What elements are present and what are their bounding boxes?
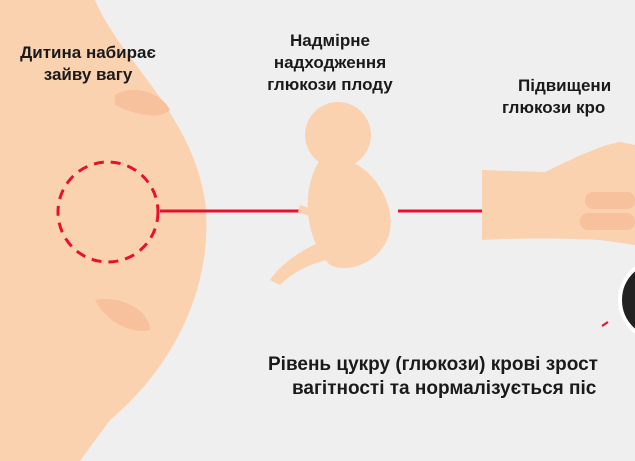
pregnant-belly	[0, 0, 207, 461]
blood-drop-mark	[601, 321, 609, 327]
caption-line: Рівень цукру (глюкози) крові зрост	[268, 354, 598, 375]
fetus-icon	[270, 102, 391, 285]
label-line: Підвищени	[518, 76, 612, 95]
caption: Рівень цукру (глюкози) крові зрост вагіт…	[268, 353, 598, 401]
label-line: зайву вагу	[43, 65, 133, 84]
womb-dashed-circle	[56, 160, 160, 264]
blood-glucose-label: Підвищени глюкози кро	[502, 75, 611, 119]
label-line: глюкози кро	[502, 98, 606, 117]
fetal-glucose-label: Надмірне надходження глюкози плоду	[245, 30, 415, 96]
glucometer-icon	[618, 266, 635, 334]
baby-weight-label: Дитина набирає зайву вагу	[8, 42, 168, 86]
caption-line: вагітності та нормалізується піс	[292, 378, 597, 399]
hand-icon	[482, 142, 635, 245]
label-line: Надмірне	[290, 31, 370, 50]
label-line: надходження	[273, 53, 387, 72]
label-line: Дитина набирає	[20, 43, 156, 62]
label-line: глюкози плоду	[267, 75, 393, 94]
